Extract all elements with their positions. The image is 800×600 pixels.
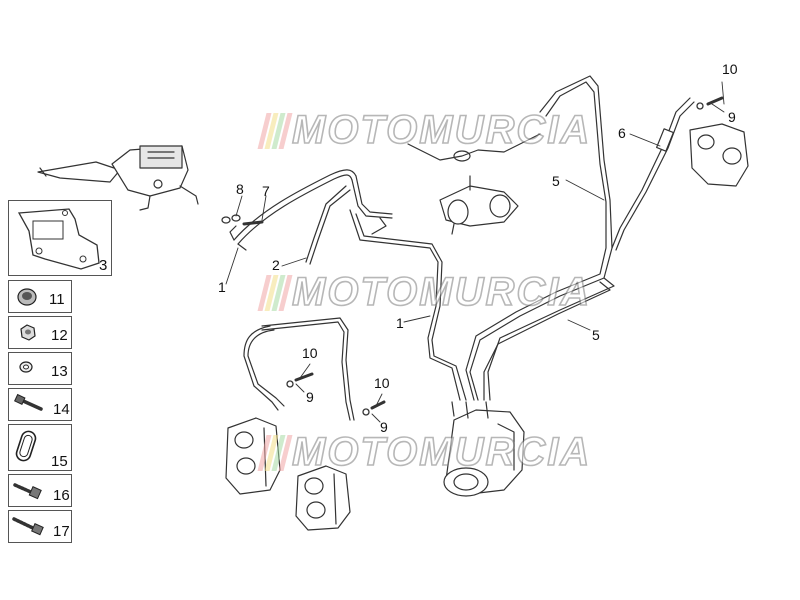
part-box-3: 3 — [8, 200, 112, 276]
brake-line-to-abs — [349, 209, 467, 401]
brake-hose-5-lower — [483, 277, 615, 401]
callout-5-lower: 5 — [592, 327, 600, 343]
part-box-15: 15 — [8, 424, 72, 471]
brake-hose-6 — [611, 97, 695, 251]
nut-icon — [20, 324, 36, 341]
rear-master-cylinder — [407, 133, 541, 235]
callout-10-right: 10 — [374, 375, 390, 391]
front-caliper-right — [295, 465, 351, 531]
banjo-bolts — [221, 96, 724, 416]
part-number-16: 16 — [53, 487, 70, 504]
callout-9-left: 9 — [306, 389, 314, 405]
front-master-cylinder — [37, 145, 199, 211]
part-box-13: 13 — [8, 352, 72, 385]
part-number-17: 17 — [53, 523, 70, 540]
long-screw-icon — [12, 517, 44, 536]
part-box-16: 16 — [8, 474, 72, 507]
brake-hose-rear — [465, 75, 613, 401]
part-number-3: 3 — [99, 257, 108, 274]
callout-2: 2 — [272, 257, 280, 273]
part-number-13: 13 — [51, 363, 68, 380]
brake-hose-2 — [305, 185, 351, 265]
grommet-icon — [17, 288, 37, 306]
bracket-icon — [17, 208, 100, 270]
part-box-14: 14 — [8, 388, 72, 421]
part-box-11: 11 — [8, 280, 72, 313]
clip-icon — [15, 430, 37, 462]
callout-9-right: 9 — [380, 419, 388, 435]
callout-7: 7 — [262, 183, 270, 199]
callout-10-left: 10 — [302, 345, 318, 361]
abs-modulator — [443, 401, 525, 497]
callout-9-rear: 9 — [728, 109, 736, 125]
washer-icon — [19, 361, 33, 373]
rear-caliper — [689, 123, 749, 187]
part-number-15: 15 — [51, 453, 68, 470]
callout-1-upper: 1 — [218, 279, 226, 295]
part-number-12: 12 — [51, 327, 68, 344]
bolt-icon — [13, 483, 42, 500]
part-number-11: 11 — [49, 291, 65, 308]
short-screw-icon — [14, 393, 43, 411]
callout-5-upper: 5 — [552, 173, 560, 189]
callout-1-lower: 1 — [396, 315, 404, 331]
front-caliper-hoses — [243, 317, 355, 421]
callout-6: 6 — [618, 125, 626, 141]
callout-8: 8 — [236, 181, 244, 197]
part-box-17: 17 — [8, 510, 72, 543]
front-caliper-left — [225, 417, 281, 495]
callout-10-rear: 10 — [722, 61, 738, 77]
leader-lines — [225, 81, 725, 423]
part-box-12: 12 — [8, 316, 72, 349]
part-number-14: 14 — [53, 401, 70, 418]
brake-hose-left — [229, 169, 393, 251]
